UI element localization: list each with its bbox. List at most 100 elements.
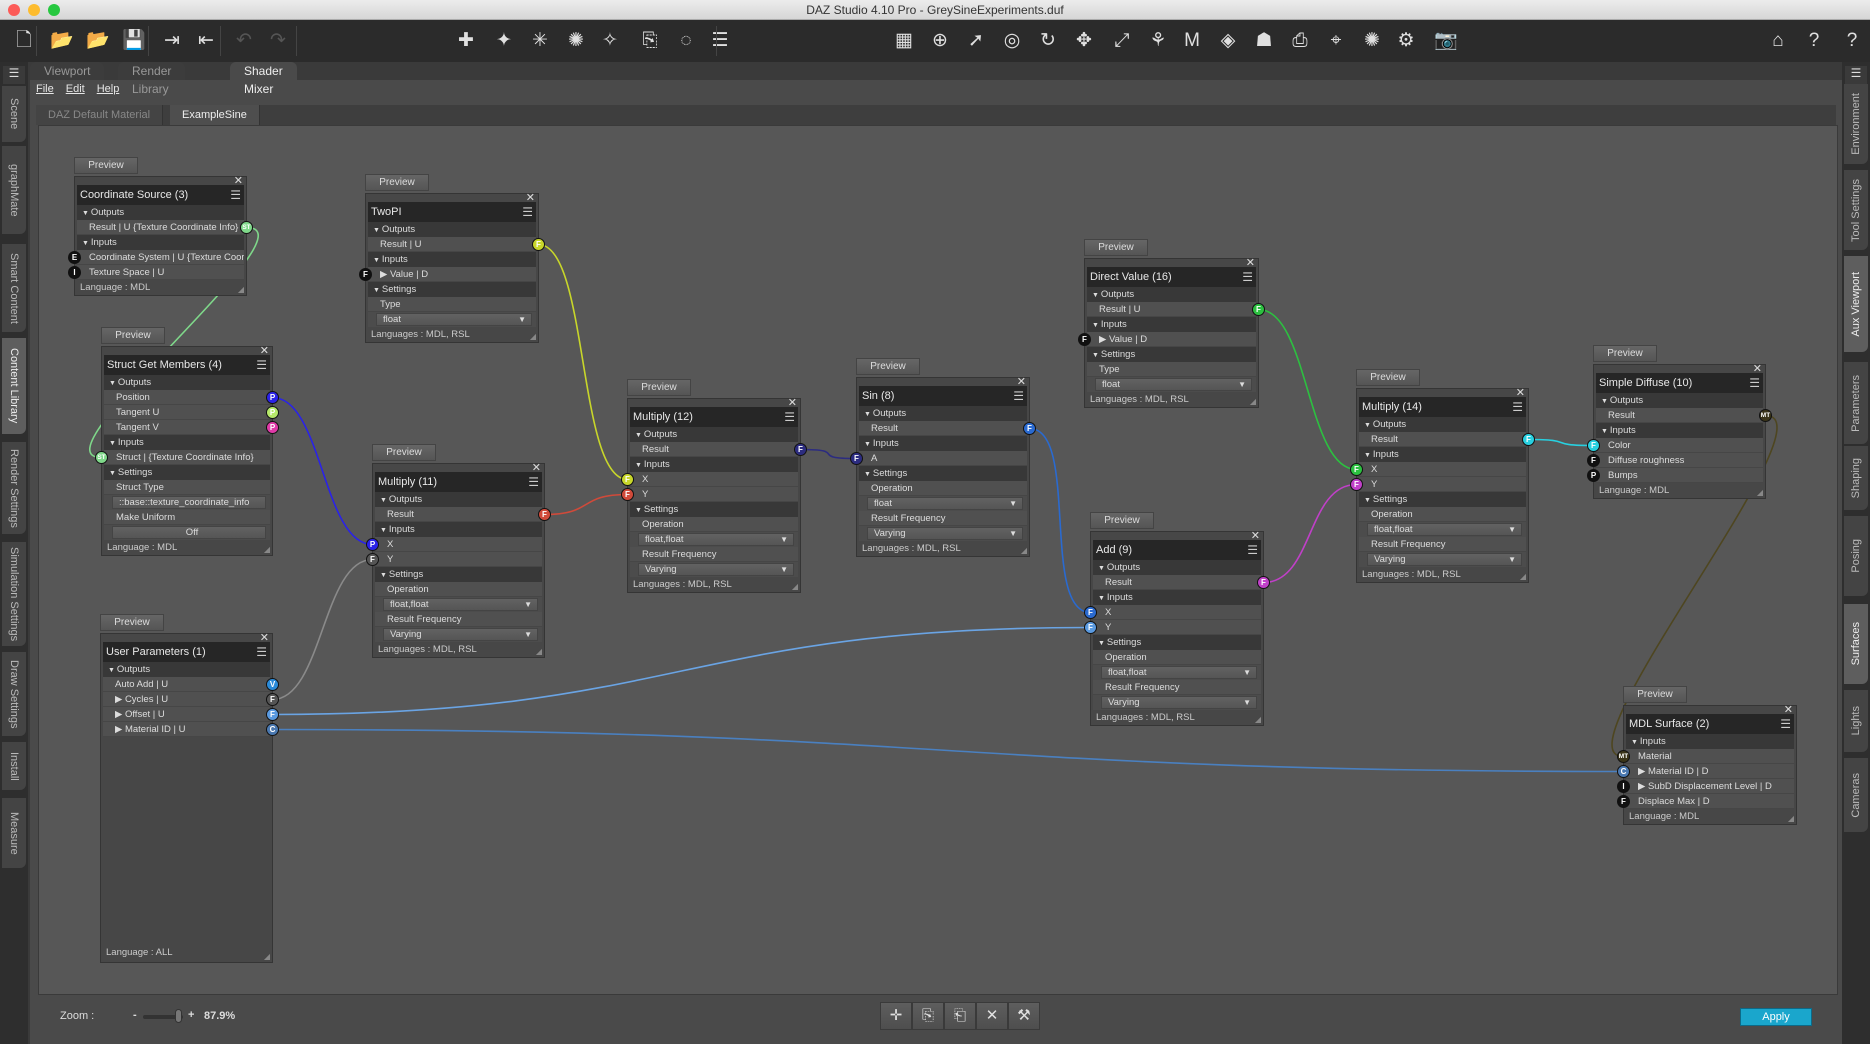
dropdown[interactable]: float▼	[376, 313, 532, 326]
preview-button[interactable]: Preview	[100, 614, 164, 631]
section-header[interactable]: ▼ Outputs	[1093, 560, 1261, 575]
dropdown[interactable]: Varying▼	[638, 563, 794, 576]
tab-lights[interactable]: Lights	[1844, 690, 1868, 752]
section-header[interactable]: ▼ Settings	[630, 502, 798, 517]
node-menu-icon[interactable]: ☰	[1013, 389, 1024, 403]
node-menu-icon[interactable]: ☰	[1242, 270, 1253, 284]
node-menu-icon[interactable]: ☰	[528, 475, 539, 489]
tab-shader-mixer[interactable]: Shader Mixer	[230, 62, 297, 96]
port-a-icon[interactable]: F	[850, 452, 863, 465]
zoom-slider-handle[interactable]	[174, 1009, 182, 1023]
resize-grip-icon[interactable]: ◢	[237, 285, 244, 294]
resize-grip-icon[interactable]: ◢	[1519, 572, 1526, 581]
close-icon[interactable]: ✕	[1515, 387, 1525, 399]
tab-cameras[interactable]: Cameras	[1844, 758, 1868, 832]
port-result-icon[interactable]: F	[1023, 422, 1036, 435]
select-tool-icon[interactable]: ➚	[968, 30, 984, 51]
daz-home-icon[interactable]: ⌂	[1772, 30, 1784, 51]
node-menu-icon[interactable]: ☰	[1512, 400, 1523, 414]
preview-button[interactable]: Preview	[372, 444, 436, 461]
port-y-icon[interactable]: F	[1084, 621, 1097, 634]
whats-this-icon[interactable]: ?	[1808, 30, 1820, 51]
add-node-button[interactable]: ✛	[880, 1002, 912, 1030]
section-header[interactable]: ▼ Outputs	[1087, 287, 1256, 302]
section-header[interactable]: ▼ Inputs	[1359, 447, 1526, 462]
resize-grip-icon[interactable]: ◢	[1756, 488, 1763, 497]
dropdown[interactable]: float,float▼	[638, 533, 794, 546]
rotate-tool-icon[interactable]: ↻	[1040, 30, 1056, 51]
section-header[interactable]: ▼ Inputs	[630, 457, 798, 472]
section-header[interactable]: ▼ Settings	[1359, 492, 1526, 507]
port-tangent-v-icon[interactable]: P	[266, 421, 279, 434]
section-header[interactable]: ▼ Outputs	[368, 222, 536, 237]
tab-surfaces[interactable]: Surfaces	[1844, 604, 1868, 684]
port-x-icon[interactable]: F	[1350, 463, 1363, 476]
section-header[interactable]: ▼ Inputs	[1093, 590, 1261, 605]
resize-grip-icon[interactable]: ◢	[1787, 814, 1794, 823]
scale-tool-icon[interactable]: ⤢	[1114, 30, 1130, 51]
create-figure-icon[interactable]: ✚	[458, 30, 474, 51]
close-icon[interactable]: ✕	[259, 345, 269, 357]
node-menu-icon[interactable]: ☰	[522, 205, 533, 219]
delete-button[interactable]: ✕	[976, 1002, 1008, 1030]
close-icon[interactable]: ✕	[1016, 376, 1026, 388]
zoom-in-button[interactable]: +	[188, 1009, 195, 1021]
resize-grip-icon[interactable]: ◢	[1249, 397, 1256, 406]
node-select-icon[interactable]: ◎	[1003, 30, 1021, 51]
list-icon[interactable]: ☰	[711, 30, 729, 51]
node-menu-icon[interactable]: ☰	[230, 188, 241, 202]
dropdown[interactable]: Varying▼	[1367, 553, 1522, 566]
section-header[interactable]: ▼ Outputs	[1596, 393, 1763, 408]
tab-measure[interactable]: Measure	[2, 798, 26, 868]
translate-tool-icon[interactable]: ✥	[1076, 30, 1092, 51]
port-result-icon[interactable]: MT	[1759, 409, 1772, 422]
resize-grip-icon[interactable]: ◢	[1254, 715, 1261, 724]
surface-selection-icon[interactable]: ◈	[1220, 30, 1236, 51]
preview-button[interactable]: Preview	[101, 327, 165, 344]
tab-render-library[interactable]: Render Library	[118, 62, 186, 96]
geometry-editor-icon[interactable]: ☗	[1255, 30, 1273, 51]
node-menu-icon[interactable]: ☰	[1780, 717, 1791, 731]
resize-grip-icon[interactable]: ◢	[263, 545, 270, 554]
import-icon[interactable]: ⇥	[164, 30, 180, 51]
close-icon[interactable]: ✕	[259, 632, 269, 644]
resize-grip-icon[interactable]: ◢	[791, 582, 798, 591]
tab-graphmate[interactable]: graphMate	[2, 146, 26, 234]
section-header[interactable]: ▼ Settings	[859, 466, 1027, 481]
maximize-window-button[interactable]	[48, 4, 60, 16]
port-value-icon[interactable]: F	[359, 268, 372, 281]
port-result-icon[interactable]: F	[1522, 433, 1535, 446]
section-header[interactable]: ▼ Outputs	[859, 406, 1027, 421]
menu-help[interactable]: Help	[96, 83, 120, 95]
tab-environment[interactable]: Environment	[1844, 84, 1868, 164]
dropdown[interactable]: Varying▼	[383, 628, 538, 641]
tab-parameters[interactable]: Parameters	[1844, 362, 1868, 444]
tab-aux-viewport[interactable]: Aux Viewport	[1844, 256, 1868, 352]
dropdown[interactable]: float,float▼	[383, 598, 538, 611]
tools-button[interactable]: ⚒	[1008, 1002, 1040, 1030]
joint-editor-icon[interactable]: ⚘	[1149, 30, 1167, 51]
menu-file[interactable]: File	[36, 83, 54, 95]
close-icon[interactable]: ✕	[787, 397, 797, 409]
paste-button[interactable]: ⎗	[944, 1002, 976, 1030]
port-material-icon[interactable]: MT	[1617, 750, 1630, 763]
preview-button[interactable]: Preview	[856, 358, 920, 375]
section-header[interactable]: ▼ Outputs	[104, 375, 270, 390]
section-header[interactable]: ▼ Inputs	[859, 436, 1027, 451]
close-icon[interactable]: ✕	[531, 462, 541, 474]
render-settings-icon[interactable]: ⚙	[1397, 30, 1415, 51]
section-header[interactable]: ▼ Settings	[375, 567, 542, 582]
close-icon[interactable]: ✕	[1783, 704, 1793, 716]
port-x-icon[interactable]: F	[1084, 606, 1097, 619]
